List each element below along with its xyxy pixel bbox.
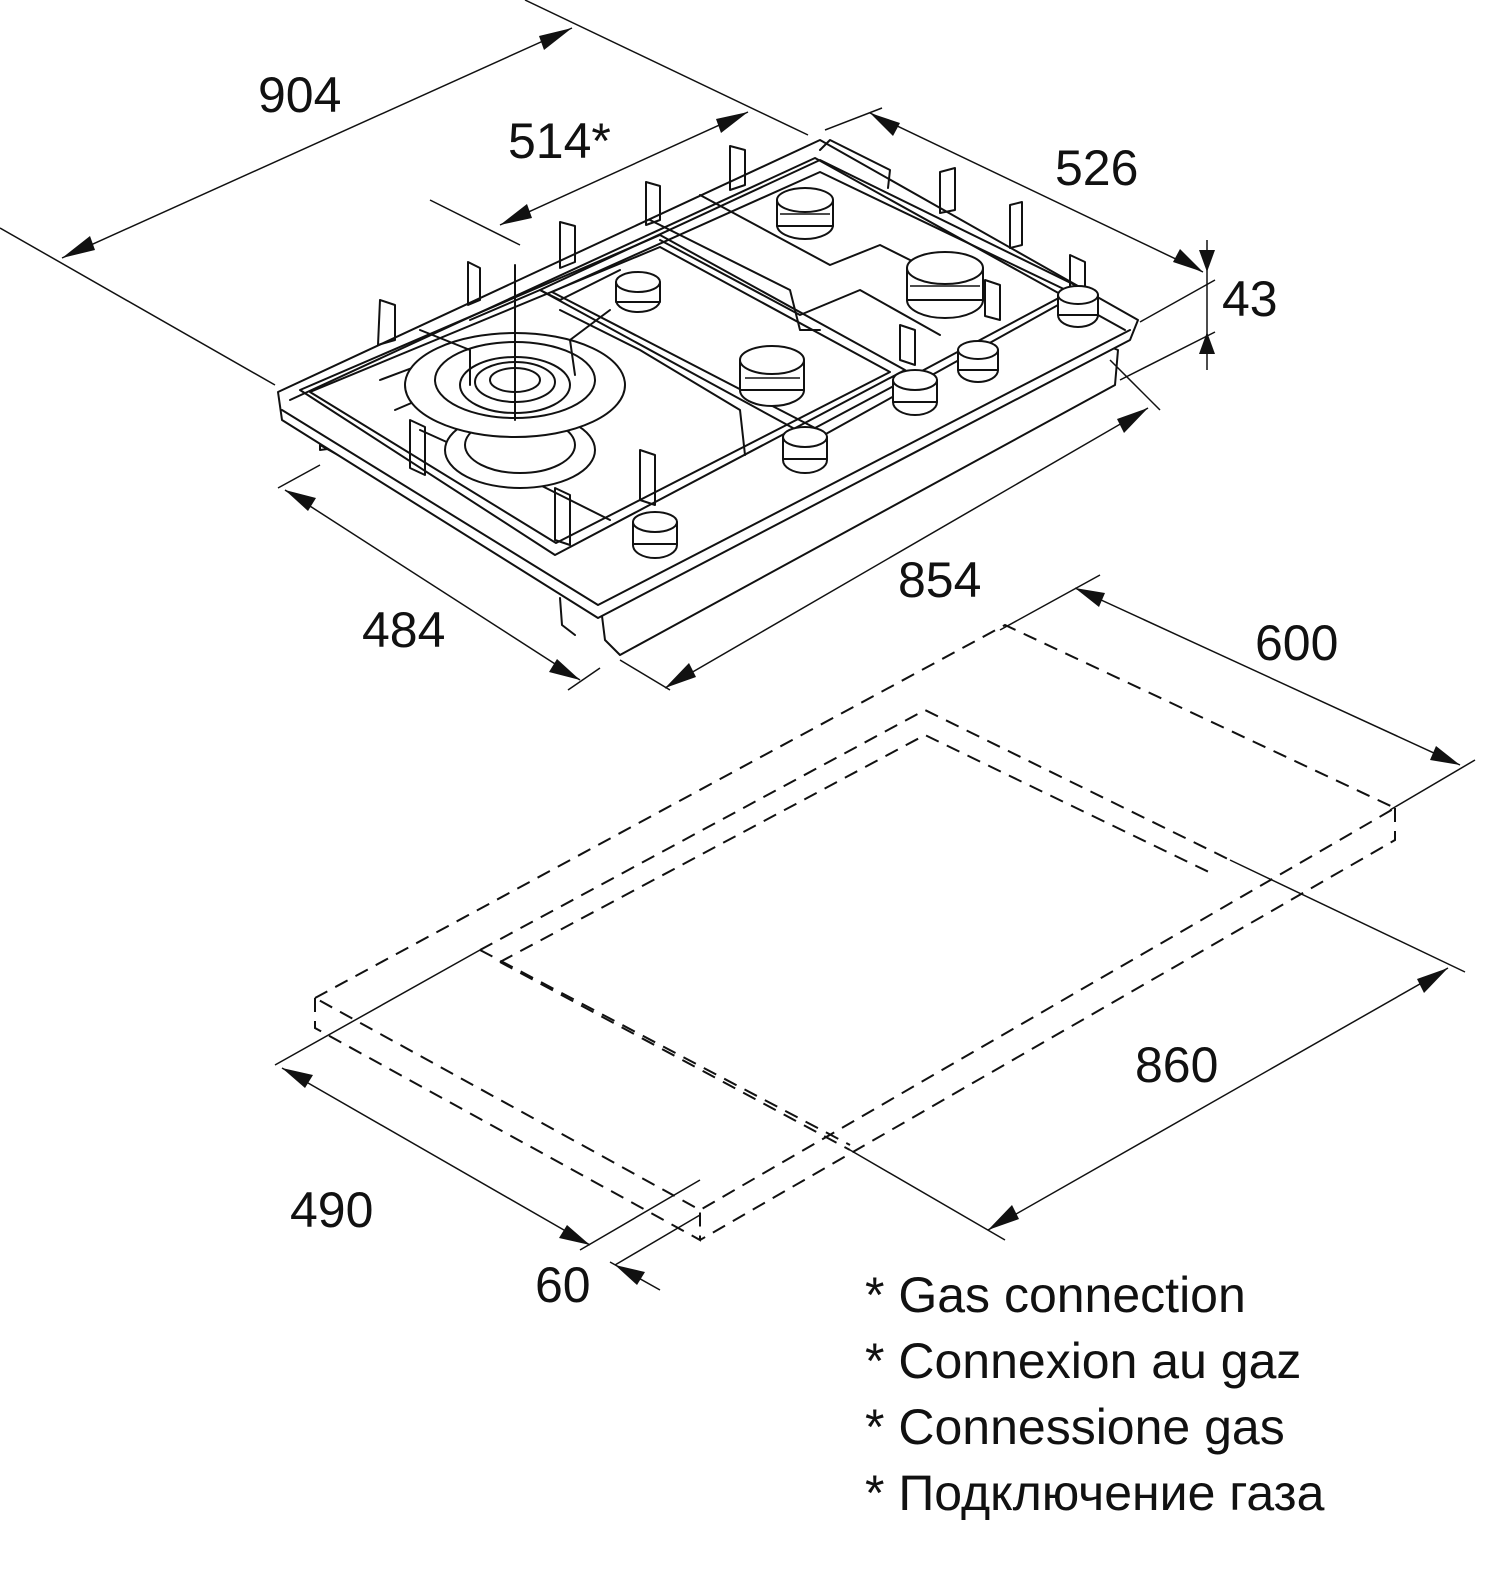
dimension-lines-hob: [0, 0, 1216, 691]
dim-label-514: 514*: [508, 113, 611, 169]
knob-3: [892, 369, 938, 416]
knob-5: [1057, 285, 1099, 328]
dimension-labels: 904 514* 526 43 854 484 600 860 490 60: [258, 67, 1338, 1313]
dim-label-484: 484: [362, 602, 445, 658]
knob-4: [957, 340, 999, 383]
burner-rear-middle: [776, 187, 834, 240]
cutout-outline: [312, 623, 1398, 1242]
gas-connection-legend: * Gas connection * Connexion au gaz * Co…: [865, 1267, 1325, 1521]
legend-line-ru: * Подключение газа: [865, 1465, 1325, 1521]
burner-front-middle: [739, 345, 805, 407]
legend-line-fr: * Connexion au gaz: [865, 1333, 1301, 1389]
dim-label-43: 43: [1222, 271, 1278, 327]
dim-label-904: 904: [258, 67, 341, 123]
knob-2: [782, 426, 828, 474]
control-knobs: [632, 285, 1099, 559]
legend-line-it: * Connessione gas: [865, 1399, 1285, 1455]
dim-label-860: 860: [1135, 1037, 1218, 1093]
burner-right: [906, 251, 984, 319]
knob-1: [632, 511, 678, 559]
wok-burner: [404, 264, 626, 489]
dim-label-60: 60: [535, 1257, 591, 1313]
dim-label-854: 854: [898, 552, 981, 608]
burner-rear-left: [615, 271, 661, 313]
legend-line-en: * Gas connection: [865, 1267, 1246, 1323]
dim-label-600: 600: [1255, 615, 1338, 671]
dimension-lines-cutout: [274, 574, 1476, 1291]
dim-label-526: 526: [1055, 140, 1138, 196]
dim-label-490: 490: [290, 1182, 373, 1238]
